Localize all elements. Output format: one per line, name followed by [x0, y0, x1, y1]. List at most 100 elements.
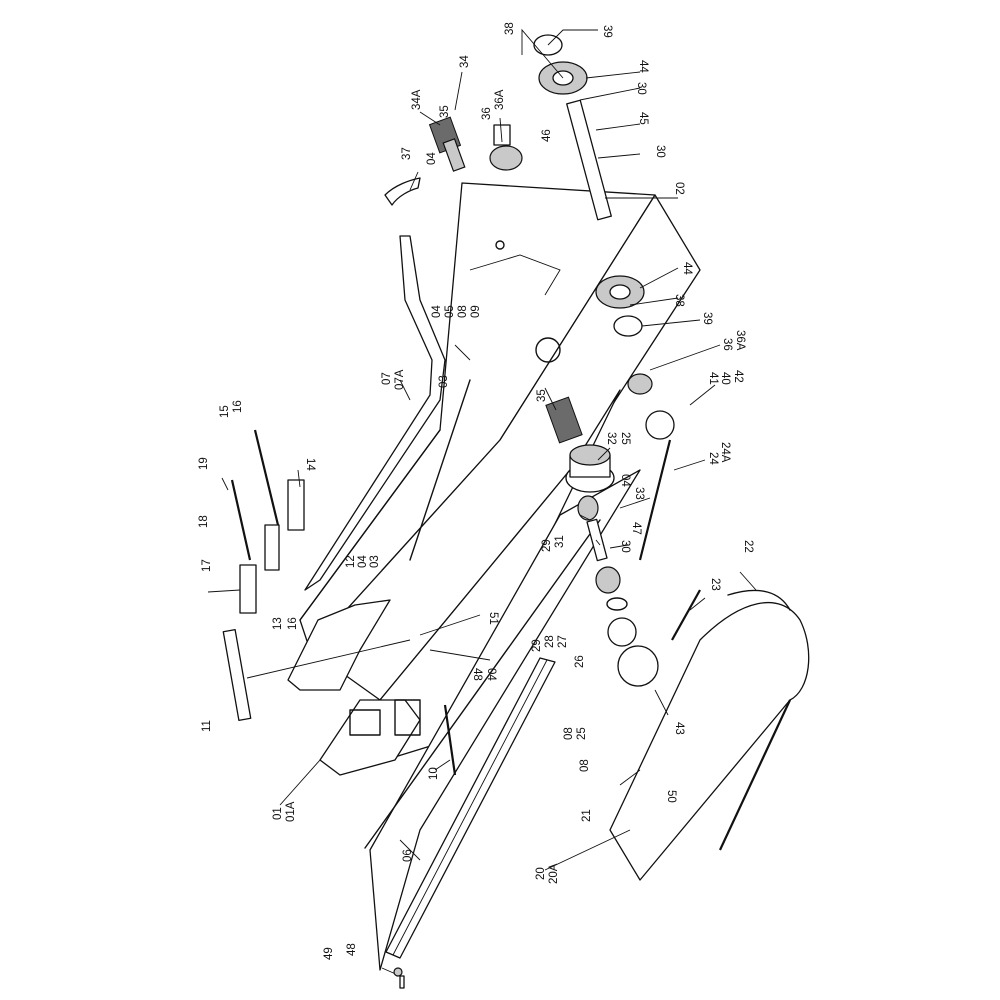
callout-07: 07	[381, 372, 393, 385]
callout-44-top: 44	[637, 60, 649, 73]
callout-04-right: 04	[619, 474, 631, 487]
callout-36-mid: 36	[721, 338, 733, 351]
main-frame	[299, 182, 701, 761]
callout-04-left: 04	[357, 555, 369, 568]
shaft-45	[566, 99, 612, 221]
callout-labels: 39 38 44 30 34A 34 35 36 36A 46 45 37 04…	[198, 22, 754, 960]
callout-30-top: 30	[635, 82, 647, 95]
callout-22: 22	[742, 540, 754, 553]
callout-34A: 34A	[411, 89, 423, 110]
callout-34: 34	[459, 55, 471, 68]
callout-45: 45	[637, 112, 649, 125]
callout-50: 50	[665, 790, 677, 803]
callout-07A: 07A	[394, 369, 406, 390]
callout-35-mid: 35	[536, 389, 548, 402]
callout-20A: 20A	[548, 863, 560, 884]
housing-32	[565, 444, 615, 493]
handwheel-44-mid	[595, 275, 645, 309]
sprocket-42	[645, 410, 675, 440]
callout-04-top: 04	[426, 152, 438, 165]
callout-18: 18	[198, 515, 210, 528]
rail-06	[385, 657, 556, 959]
belt-loop	[609, 589, 810, 881]
callout-27: 27	[557, 635, 569, 648]
callout-08-mid: 08	[457, 305, 469, 318]
callout-29-top: 29	[541, 539, 553, 552]
callout-40: 40	[719, 372, 731, 385]
callout-06: 06	[402, 849, 414, 862]
lower-plate	[364, 469, 641, 971]
callout-02: 02	[673, 182, 685, 195]
knob-39-mid	[613, 315, 643, 337]
callout-41: 41	[707, 372, 719, 385]
callout-24A: 24A	[719, 442, 731, 463]
sprocket-27	[607, 617, 637, 647]
callout-16-low: 16	[287, 617, 299, 630]
callout-21: 21	[581, 809, 593, 822]
callout-39-top: 39	[601, 25, 613, 38]
callout-12: 12	[345, 555, 357, 568]
callout-25-low: 25	[576, 727, 588, 740]
callout-47: 47	[630, 522, 642, 535]
callout-36-top: 36	[481, 107, 493, 120]
callout-44-mid: 44	[681, 262, 693, 275]
callout-48-low: 48	[471, 668, 483, 681]
callout-23: 23	[709, 578, 721, 591]
rail-07	[304, 235, 446, 591]
callout-29-low: 29	[531, 639, 543, 652]
callout-01A: 01A	[285, 801, 297, 822]
callout-03-mid: 03	[438, 375, 450, 388]
callout-09: 09	[470, 305, 482, 318]
callout-49: 49	[323, 947, 335, 960]
leader-lines	[207, 28, 757, 976]
callout-43: 43	[673, 722, 685, 735]
bracket-01	[287, 599, 421, 776]
callout-42: 42	[732, 370, 744, 383]
callout-24: 24	[707, 452, 719, 465]
callout-51: 51	[487, 612, 499, 625]
callout-19: 19	[198, 457, 210, 470]
rod-11	[222, 628, 252, 722]
chain-23	[671, 589, 701, 641]
callout-31: 31	[554, 535, 566, 548]
callout-30-low: 30	[619, 540, 631, 553]
callout-48-bottom: 48	[346, 943, 358, 956]
callout-30-mid: 30	[654, 145, 666, 158]
callout-38-mid: 38	[673, 294, 685, 307]
callout-14: 14	[304, 458, 316, 471]
screws-48-49	[393, 967, 405, 989]
callout-32: 32	[605, 432, 617, 445]
callout-36A-top: 36A	[494, 89, 506, 110]
callout-15: 15	[219, 405, 231, 418]
chain-24	[638, 439, 672, 561]
callout-03-left: 03	[369, 555, 381, 568]
callout-16-top: 16	[232, 400, 244, 413]
callout-46: 46	[541, 129, 553, 142]
flange-36-mid	[627, 373, 653, 395]
callout-04-mid: 04	[431, 305, 443, 318]
roller-29-bottom	[595, 566, 621, 594]
blocks-13-14-17	[239, 479, 305, 614]
callout-39-mid: 39	[701, 312, 713, 325]
callout-05: 05	[444, 305, 456, 318]
callout-13: 13	[272, 617, 284, 630]
roller-29-top	[577, 495, 599, 521]
callout-36A-mid: 36A	[734, 330, 746, 351]
rod-10	[443, 704, 457, 776]
callout-38-top: 38	[504, 22, 516, 35]
callout-17: 17	[201, 559, 213, 572]
clip-37	[384, 177, 421, 206]
callout-10: 10	[428, 767, 440, 780]
callout-28: 28	[544, 635, 556, 648]
callout-26: 26	[574, 655, 586, 668]
callout-04-low: 04	[485, 668, 497, 681]
callout-35-top: 35	[439, 105, 451, 118]
ring-28	[606, 597, 628, 611]
rod-18	[230, 479, 252, 561]
callout-01: 01	[272, 807, 284, 820]
shaft-31	[586, 518, 608, 562]
rod-15	[253, 429, 280, 526]
flange-36-top	[489, 124, 523, 171]
callout-08-low1: 08	[563, 727, 575, 740]
